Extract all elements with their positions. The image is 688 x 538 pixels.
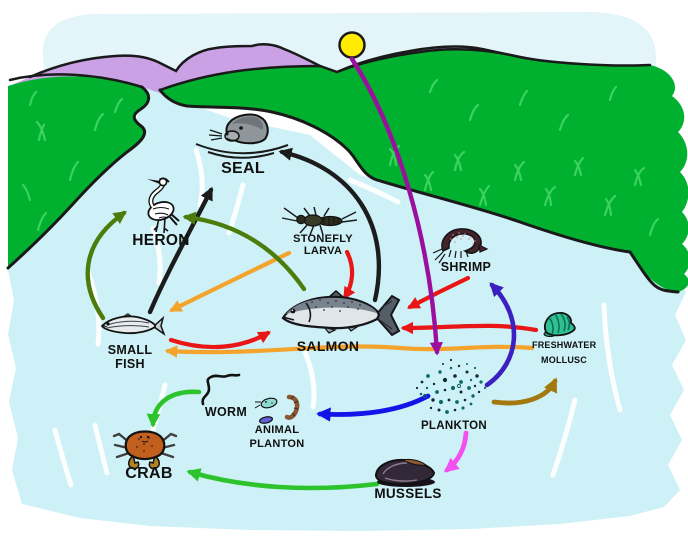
- stonefly-larva-illustration: [281, 206, 358, 236]
- left-bank: [6, 73, 151, 270]
- label-freshwater-mollusc-line2: MOLLUSC: [541, 355, 587, 365]
- plankton-illustration: [415, 358, 487, 414]
- label-stonefly-larva-line1: STONEFLY: [293, 233, 353, 245]
- freshwater-mollusc-illustration: [543, 311, 576, 338]
- label-crab: CRAB: [125, 465, 173, 482]
- shrimp-illustration: [432, 228, 489, 264]
- worm-illustration: [201, 373, 241, 406]
- sun-icon: [338, 31, 366, 59]
- label-animal-plankton-line2: PLANTON: [249, 438, 305, 450]
- mussels-illustration: [374, 458, 436, 487]
- arrow-plankton-to-freshwater-mollusc: [491, 377, 558, 406]
- seal-illustration: [208, 113, 269, 145]
- arrow-sun-to-plankton: [349, 56, 443, 356]
- label-seal: SEAL: [221, 160, 265, 177]
- arrow-salmon-to-seal: [278, 147, 382, 303]
- arrow-freshwater-mollusc-to-small-fish: [164, 344, 535, 358]
- grass-blades: [21, 78, 660, 237]
- arrow-plankton-to-animal-plankton: [316, 393, 431, 422]
- arrow-small-fish-to-salmon: [168, 330, 271, 350]
- arrow-shrimp-to-salmon: [407, 275, 471, 310]
- label-shrimp: SHRIMP: [440, 260, 492, 274]
- label-heron: HERON: [132, 232, 190, 249]
- arrow-small-fish-to-heron: [85, 210, 127, 321]
- label-stonefly-larva-line2: LARVA: [303, 245, 343, 257]
- animal-plankton-illustration: [254, 394, 300, 424]
- label-animal-plankton-line1: ANIMAL: [254, 424, 300, 436]
- arrow-small-fish-to-seal: [147, 186, 214, 315]
- label-freshwater-mollusc-line1: FRESHWATER: [532, 340, 597, 350]
- right-bank: [158, 47, 688, 294]
- label-salmon: SALMON: [296, 338, 360, 354]
- small-fish-illustration: [100, 313, 166, 337]
- label-plankton: PLANKTON: [420, 420, 488, 432]
- label-worm: WORM: [204, 405, 248, 419]
- arrow-stonefly-larva-to-salmon: [342, 249, 356, 300]
- seal-ripples: [195, 143, 289, 159]
- arrow-plankton-to-mussels: [444, 430, 469, 473]
- arrow-plankton-to-shrimp: [484, 282, 517, 388]
- crab-illustration: [112, 430, 178, 470]
- arrow-worm-to-crab: [146, 389, 202, 428]
- arrow-mussels-to-crab: [186, 468, 380, 491]
- label-small-fish-line1: SMALL: [107, 343, 153, 357]
- arrow-salmon-to-heron: [182, 211, 307, 292]
- arrow-freshwater-mollusc-to-salmon: [400, 321, 539, 335]
- heron-illustration: [147, 177, 180, 234]
- label-small-fish-line2: FISH: [115, 357, 145, 371]
- salmon-illustration: [281, 290, 401, 337]
- label-mussels: MUSSELS: [374, 486, 442, 501]
- food-web-arrows: [85, 56, 558, 491]
